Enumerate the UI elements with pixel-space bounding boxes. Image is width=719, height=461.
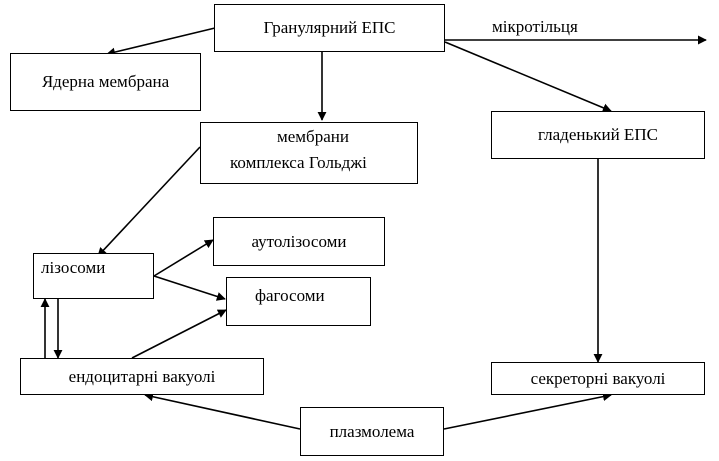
arrow-plasmalemma-to-endocytic — [144, 392, 301, 430]
node-golgi-label-line2: комплекса Гольджі — [230, 153, 367, 172]
node-secretory-vacuoles-label: секреторні вакуолі — [530, 368, 666, 388]
node-phagosomes-label: фагосоми — [255, 286, 325, 305]
arrow-lysosomes-to-phagosomes — [153, 275, 226, 301]
node-autolysosomes-label: аутолізосоми — [251, 231, 347, 251]
node-lysosomes-label: лізосоми — [41, 258, 106, 277]
node-plasmalemma: плазмолема — [300, 407, 444, 456]
arrow-endocytic-to-phagosomes — [131, 309, 227, 359]
node-golgi-membranes: мембрани комплекса Гольджі — [200, 122, 418, 184]
arrow-golgi-to-lysosomes — [97, 146, 201, 257]
node-granular-er-label: Гранулярний ЕПС — [263, 18, 396, 37]
node-endocytic-vacuoles-label: ендоцитарні вакуолі — [68, 366, 216, 386]
node-golgi-label-line1: мембрани — [277, 127, 349, 146]
arrow-granular-to-smooth-er — [444, 41, 612, 113]
node-secretory-vacuoles: секреторні вакуолі — [491, 362, 705, 395]
node-endocytic-vacuoles: ендоцитарні вакуолі — [20, 358, 264, 395]
node-smooth-er: гладенький ЕПС — [491, 111, 705, 159]
arrow-plasmalemma-to-secretory — [443, 392, 612, 430]
node-plasmalemma-label: плазмолема — [329, 421, 415, 441]
node-smooth-er-label: гладенький ЕПС — [538, 125, 658, 144]
arrow-granular-to-nuclear — [106, 27, 216, 57]
node-autolysosomes: аутолізосоми — [213, 217, 385, 266]
node-nuclear-membrane-label: Ядерна мембрана — [41, 72, 170, 91]
node-lysosomes: лізосоми — [33, 253, 154, 299]
node-nuclear-membrane: Ядерна мембрана — [10, 53, 201, 111]
label-microbodies: мікротільця — [492, 17, 578, 36]
node-phagosomes: фагосоми — [226, 277, 371, 326]
node-granular-er: Гранулярний ЕПС — [214, 4, 445, 52]
arrow-lysosomes-to-autolysosomes — [153, 239, 214, 277]
